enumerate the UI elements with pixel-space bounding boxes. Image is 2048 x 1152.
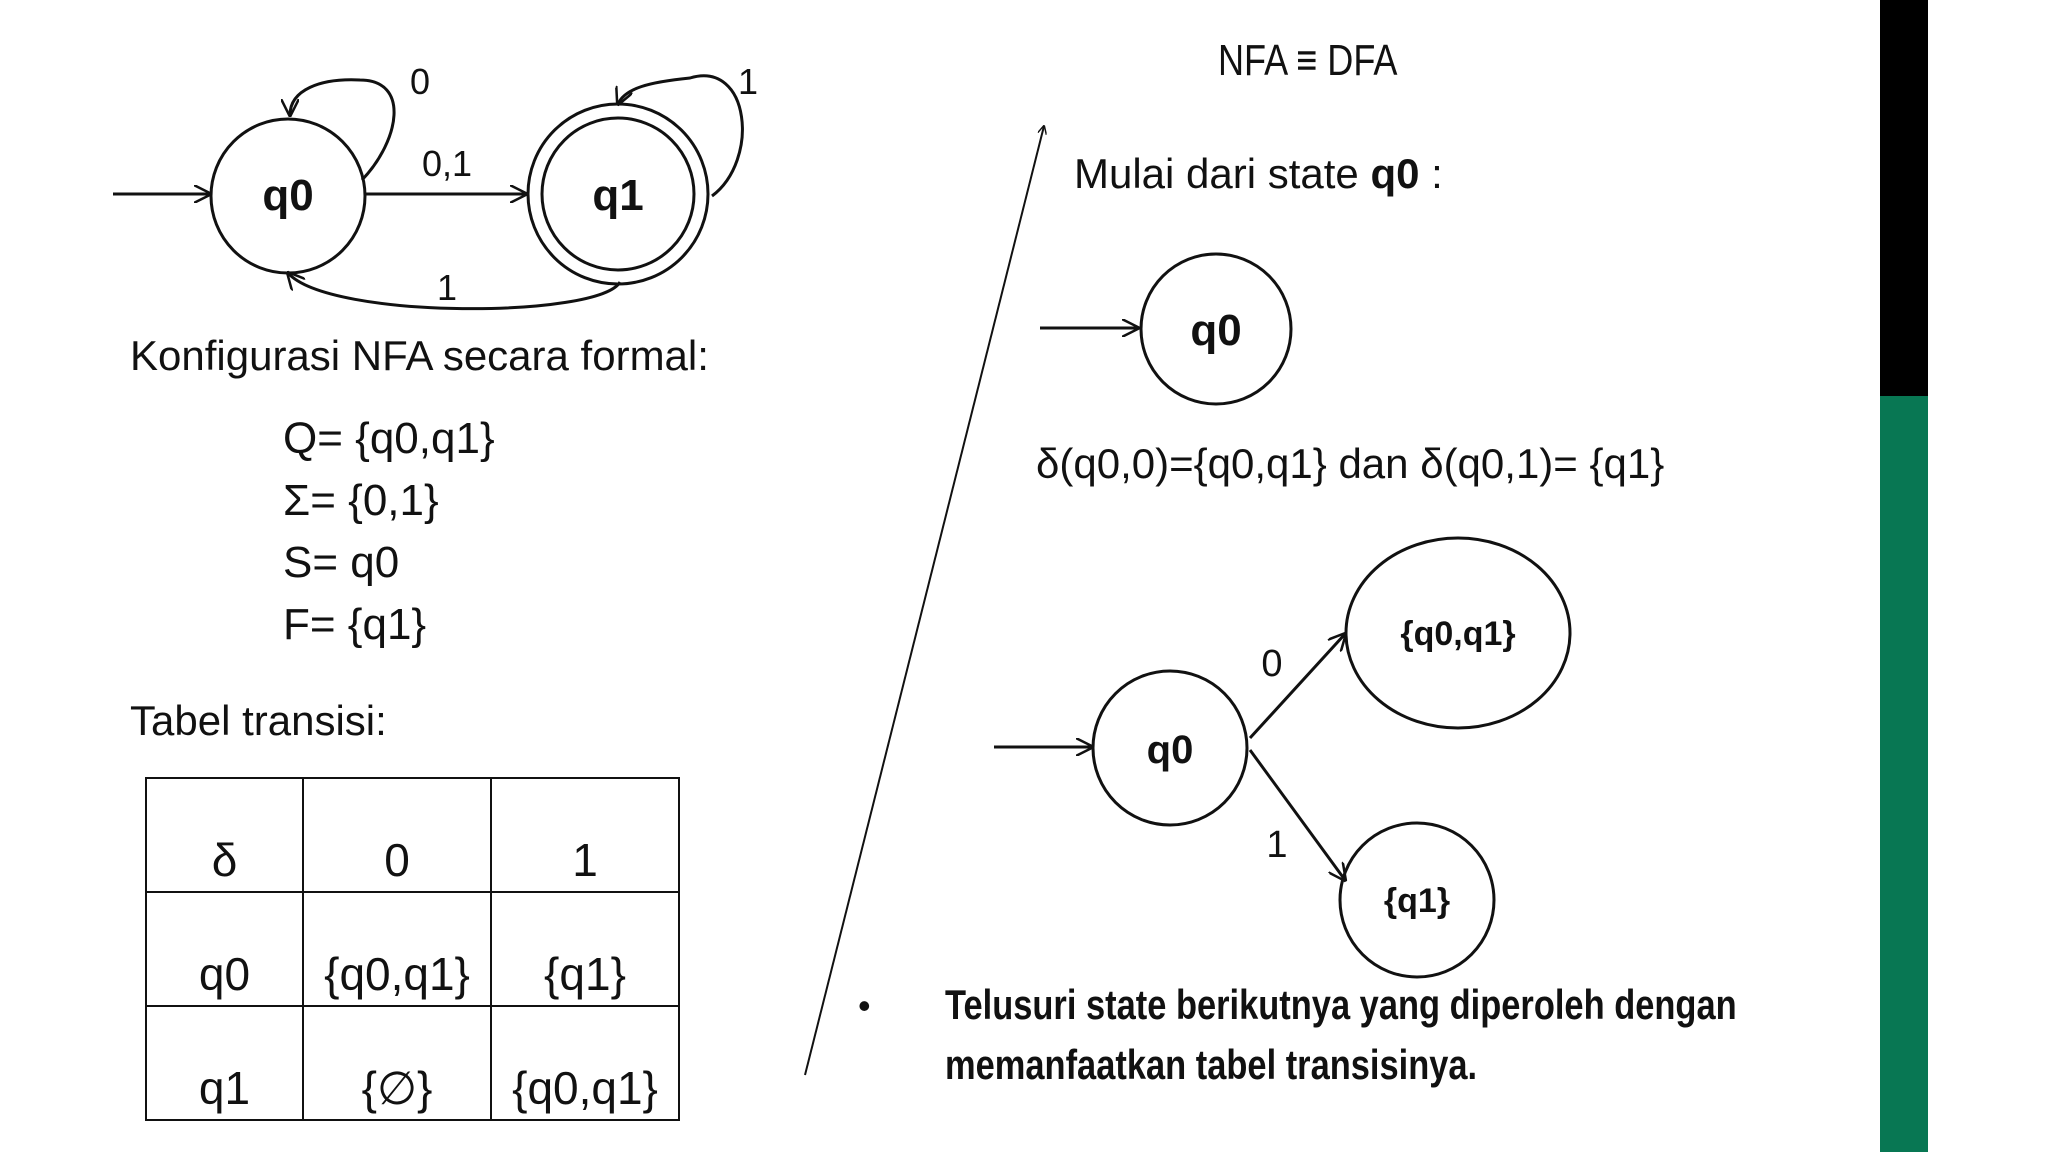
formal-Sigma: Σ= {0,1} [283, 476, 439, 525]
nfa-q1-to-q0-edge [288, 273, 622, 311]
tree-label-1: 1 [1266, 824, 1287, 866]
start-state: q0 [1370, 150, 1420, 197]
single-q0-label: q0 [1190, 306, 1241, 355]
table-header-row: δ 0 1 [145, 777, 680, 893]
table-header-cell: δ [145, 777, 304, 893]
tree-label-0: 0 [1261, 643, 1282, 685]
start-suffix: : [1419, 150, 1443, 197]
right-title: NFA ≡ DFA [1218, 36, 1398, 85]
table-row: q0 {q0,q1} {q1} [145, 891, 680, 1007]
delta-text: δ(q0,0)={q0,q1} dan δ(q0,1)= {q1} [1036, 440, 1665, 487]
tree-root-label: q0 [1147, 728, 1194, 772]
tree-edge-0 [1248, 634, 1345, 740]
table-cell: {∅} [302, 1005, 492, 1121]
tree-node-a-label: {q0,q1} [1400, 615, 1515, 653]
table-heading: Tabel transisi: [130, 697, 387, 744]
formal-F: F= {q1} [283, 600, 427, 649]
table-cell: {q0,q1} [490, 1005, 680, 1121]
config-heading: Konfigurasi NFA secara formal: [130, 332, 709, 379]
side-bar-green [1880, 396, 1928, 1152]
separator-line [804, 126, 1044, 1076]
nfa-label-q0-to-q1: 0,1 [422, 143, 472, 184]
nfa-label-q1-loop: 1 [738, 61, 758, 102]
nfa-diagram [113, 74, 744, 311]
nfa-q1-loop [618, 74, 744, 198]
start-line: Mulai dari state q0 : [1074, 150, 1443, 198]
nfa-label-q0-loop: 0 [410, 61, 430, 102]
bullet-line-2: memanfaatkan tabel transisinya. [945, 1041, 1478, 1088]
formal-S: S= q0 [283, 538, 400, 587]
formal-definition: Q= {q0,q1} Σ= {0,1} S= q0 F= {q1} [283, 408, 495, 656]
nfa-q0-label: q0 [262, 171, 313, 220]
nfa-q1-label: q1 [592, 171, 643, 220]
nfa-q0-loop [290, 78, 396, 182]
table-row: q1 {∅} {q0,q1} [145, 1005, 680, 1121]
side-bar-black [1880, 0, 1928, 396]
transition-table: δ 0 1 q0 {q0,q1} {q1} q1 {∅} {q0,q1} [145, 777, 680, 1121]
table-header-cell: 0 [302, 777, 492, 893]
nfa-state-q1-inner [540, 116, 696, 272]
nfa-label-q1-to-q0: 1 [437, 267, 457, 308]
tree-node-q1 [1338, 821, 1496, 979]
table-cell: {q0,q1} [302, 891, 492, 1007]
formal-Q: Q= {q0,q1} [283, 414, 495, 463]
single-state-q0 [1139, 252, 1293, 406]
tree-node-b-label: {q1} [1384, 882, 1450, 920]
tree-edge-1 [1248, 749, 1345, 880]
bullet-dot: • [858, 985, 871, 1026]
dfa-tree [994, 536, 1572, 979]
tree-root-q0 [1091, 669, 1249, 827]
table-cell: q0 [145, 891, 304, 1007]
bullet-line-1: Telusuri state berikutnya yang diperoleh… [945, 981, 1737, 1028]
table-cell: q1 [145, 1005, 304, 1121]
single-state-diagram [1040, 252, 1293, 406]
bullet-text: Telusuri state berikutnya yang diperoleh… [945, 975, 1737, 1095]
start-prefix: Mulai dari state [1074, 150, 1371, 197]
table-header-cell: 1 [490, 777, 680, 893]
table-cell: {q1} [490, 891, 680, 1007]
